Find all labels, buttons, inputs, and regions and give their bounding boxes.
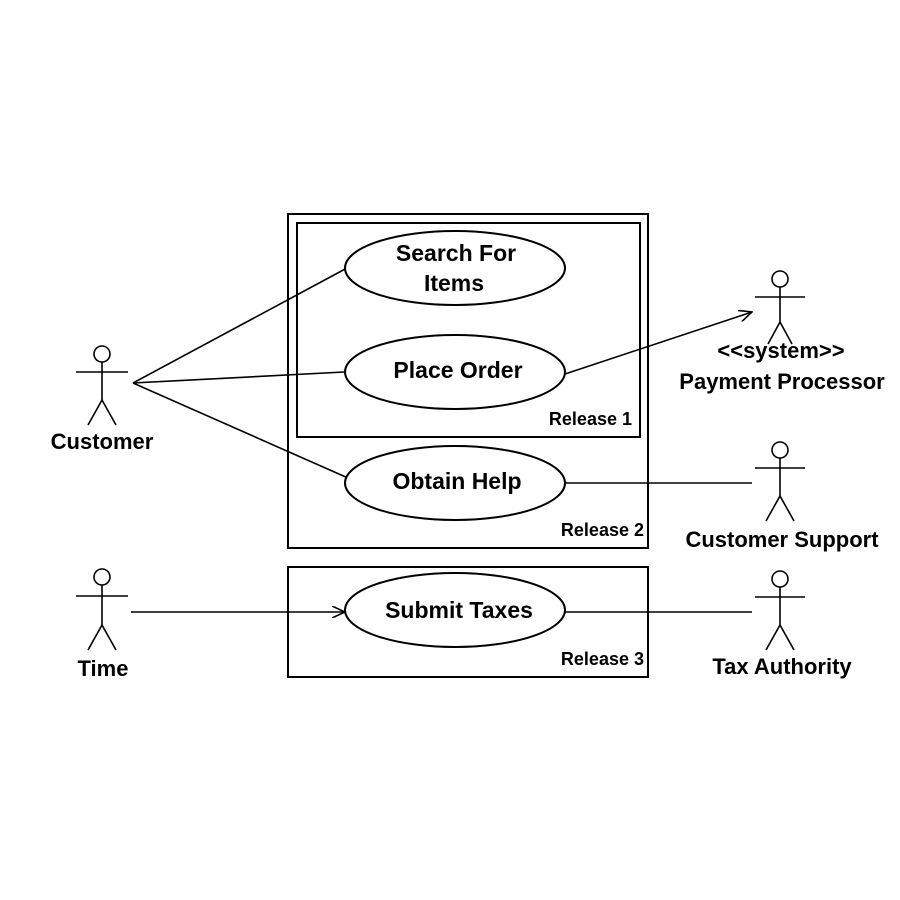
actor-payment-processor[interactable]: <<system>> Payment Processor — [679, 270, 885, 394]
use-case-ellipse — [344, 230, 566, 306]
actor-customer[interactable]: Customer — [51, 345, 154, 454]
release-2-label: Release 2 — [561, 520, 644, 540]
actor-label: Time — [78, 656, 129, 681]
actor-tax-authority[interactable]: Tax Authority — [712, 570, 852, 679]
stick-figure-icon — [755, 441, 805, 522]
actor-label: Customer Support — [685, 527, 879, 552]
actor-customer-support[interactable]: Customer Support — [685, 441, 879, 552]
actor-label: Payment Processor — [679, 369, 885, 394]
release-3-label: Release 3 — [561, 649, 644, 669]
use-case-label: Place Order — [393, 357, 522, 383]
use-case-ellipse — [344, 445, 566, 521]
stick-figure-icon — [76, 345, 128, 426]
use-case-label: Obtain Help — [392, 468, 521, 494]
actor-time[interactable]: Time — [76, 568, 129, 681]
association-place-order-payment — [564, 312, 752, 375]
use-case-label-line1: Search For — [396, 240, 516, 266]
release-1-boundary — [296, 222, 641, 438]
stick-figure-icon — [755, 570, 805, 651]
actor-label: Tax Authority — [712, 654, 852, 679]
use-case-submit-taxes[interactable]: Submit Taxes — [344, 572, 566, 648]
use-case-search-for-items[interactable]: Search For Items — [344, 230, 566, 306]
use-case-label: Submit Taxes — [385, 597, 533, 623]
actor-label: Customer — [51, 429, 154, 454]
use-case-ellipse — [344, 572, 566, 648]
use-case-ellipse — [344, 334, 566, 410]
release-3-boundary — [287, 566, 649, 678]
release-1-label: Release 1 — [549, 409, 632, 429]
actor-stereotype: <<system>> — [717, 338, 844, 363]
use-case-obtain-help[interactable]: Obtain Help — [344, 445, 566, 521]
association-customer-place-order — [132, 371, 345, 384]
release-2-boundary — [287, 213, 649, 549]
stick-figure-icon — [76, 568, 128, 651]
association-customer-search — [132, 267, 348, 384]
use-case-place-order[interactable]: Place Order — [344, 334, 566, 410]
stick-figure-icon — [755, 270, 805, 345]
use-case-label-line2: Items — [424, 270, 484, 296]
association-customer-obtain-help — [132, 382, 349, 479]
